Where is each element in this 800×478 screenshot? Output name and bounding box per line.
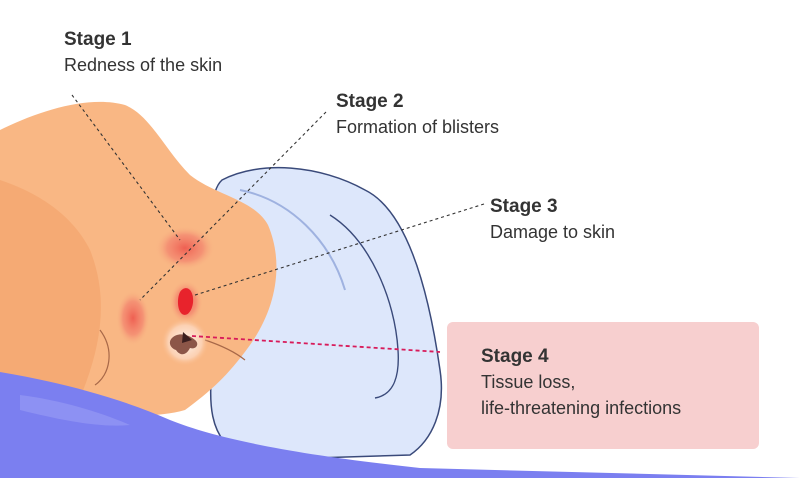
stage2-blister [116, 290, 150, 346]
ear-contour [94, 329, 110, 386]
stage2-pointer [139, 111, 327, 301]
pillow-fold-2 [239, 189, 346, 291]
stage4-description-line2: life-threatening infections [481, 398, 682, 418]
blanket [0, 372, 800, 478]
stage1-pointer [71, 94, 181, 241]
stage2-description: Formation of blisters [336, 117, 500, 137]
stage1-title: Stage 1 [64, 29, 132, 50]
stage3-label: Stage 3 Damage to skin [490, 195, 615, 245]
stage1-description: Redness of the skin [64, 55, 223, 75]
stage3-title: Stage 3 [490, 196, 558, 217]
head-shade [0, 180, 101, 398]
stage1-label: Stage 1 Redness of the skin [64, 28, 222, 78]
stage4-callout-box [447, 322, 759, 449]
stage4-title: Stage 4 [481, 346, 549, 367]
stage3-wound [177, 288, 194, 315]
stage4-label: Stage 4 Tissue loss, life-threatening in… [481, 345, 681, 421]
stage4-wound-core [182, 332, 192, 343]
stage4-description-line1: Tissue loss, [481, 372, 576, 392]
stage3-description: Damage to skin [490, 222, 616, 242]
blanket-highlight [20, 395, 130, 426]
pillow-fold [329, 214, 399, 399]
stage2-title: Stage 2 [336, 91, 404, 112]
stage2-label: Stage 2 Formation of blisters [336, 90, 499, 140]
stage1-redness [155, 226, 215, 270]
